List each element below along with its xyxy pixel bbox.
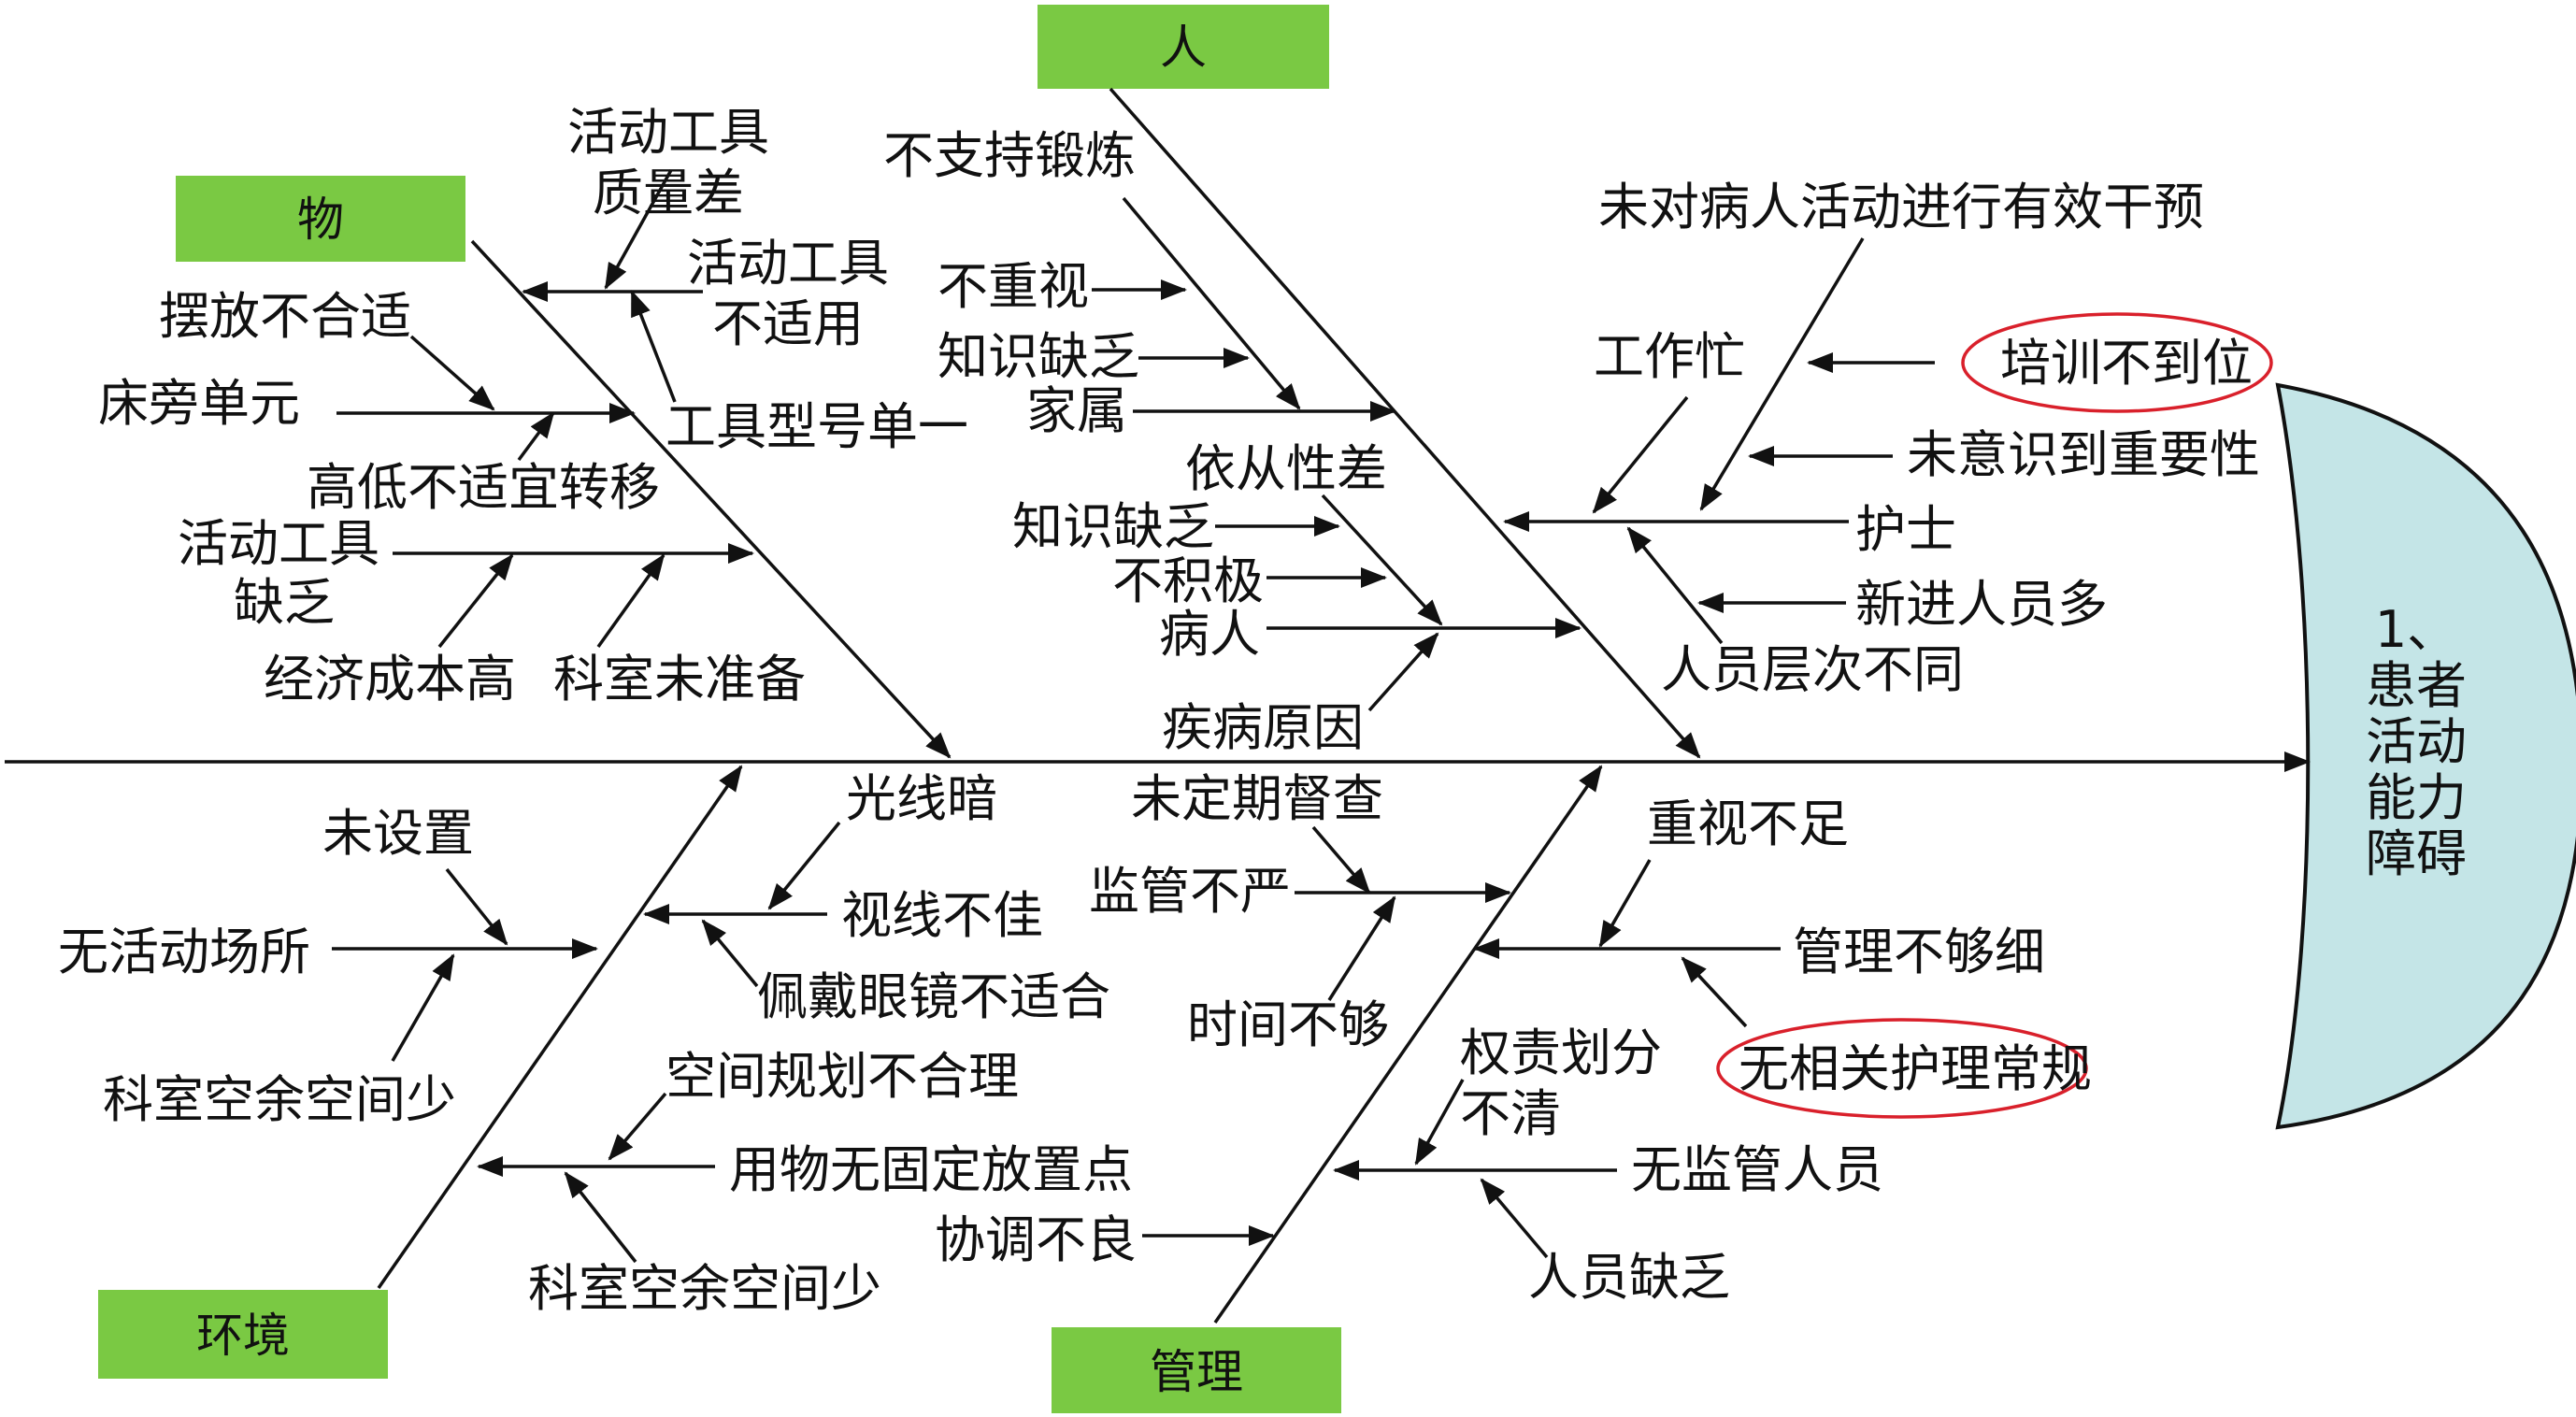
label-not-set: 未设置: [322, 804, 474, 863]
label-no-exercise-support: 不支持锻炼: [883, 126, 1136, 185]
label-poor-vision: 视线不佳: [841, 886, 1043, 945]
label-unclear-responsibility-2: 不清: [1460, 1084, 1561, 1143]
not-set-arrow: [445, 867, 508, 946]
label-staff-shortage: 人员缺乏: [1528, 1248, 1730, 1307]
label-tool-unsuitable-2: 不适用: [712, 294, 864, 353]
no-nursing-routine-arrow: [1681, 956, 1748, 1028]
category-label-environment: 环境: [196, 1309, 290, 1363]
effect-line-2: 患者: [2366, 656, 2467, 715]
label-tool-poor-quality-1: 活动工具: [567, 103, 769, 162]
label-dept-unprepared: 科室未准备: [553, 650, 806, 708]
effect-line-5: 障碍: [2366, 824, 2467, 883]
label-no-regular-supervision: 未定期督查: [1131, 769, 1383, 828]
category-box-material: [176, 176, 465, 262]
little-space-2-arrow: [564, 1171, 637, 1264]
label-no-nursing-routine: 无相关护理常规: [1739, 1039, 2092, 1098]
space-planning-arrow: [608, 1092, 667, 1161]
label-tool-lacking-1: 活动工具: [178, 514, 379, 573]
training-lacking-highlight: [1961, 312, 2273, 413]
disease-arrow: [1367, 632, 1439, 712]
label-no-activity-space: 无活动场所: [58, 923, 310, 981]
label-not-enough-time: 时间不够: [1187, 995, 1389, 1054]
label-tool-single-model: 工具型号单一: [665, 397, 968, 456]
insufficient-attention-arrow: [1598, 859, 1652, 948]
label-placement-improper: 摆放不合适: [159, 287, 411, 346]
dim-light-arrow: [767, 821, 841, 910]
label-bedside-unit: 床旁单元: [98, 374, 300, 433]
label-little-space-2: 科室空余空间少: [528, 1259, 881, 1318]
label-disease: 疾病原因: [1162, 698, 1364, 757]
no-nursing-routine-highlight: [1716, 1018, 2088, 1119]
label-many-new-staff: 新进人员多: [1855, 575, 2108, 634]
category-label-material: 物: [297, 193, 344, 247]
effect-label: 1、 患者 活动 能力 障碍: [2366, 600, 2467, 883]
not-enough-time-arrow: [1327, 895, 1396, 1001]
label-no-fixed-place: 用物无固定放置点: [729, 1140, 1133, 1199]
label-training-lacking: 培训不到位: [2000, 334, 2253, 393]
label-staff-levels: 人员层次不同: [1661, 640, 1964, 699]
label-little-space-1: 科室空余空间少: [103, 1070, 456, 1129]
staff-shortage-arrow: [1480, 1178, 1549, 1259]
effect-head-shape: [2275, 382, 2576, 1130]
placement-improper-arrow: [409, 335, 495, 411]
environment-bone-arrow: [377, 765, 743, 1289]
label-height-unsuitable: 高低不适宜转移: [307, 458, 660, 517]
glasses-unsuitable-arrow: [701, 919, 759, 988]
label-lax-supervision: 监管不严: [1089, 862, 1291, 921]
label-not-detailed: 管理不够细: [1793, 923, 2045, 981]
label-busy: 工作忙: [1594, 327, 1745, 386]
effect-line-1: 1、: [2375, 600, 2457, 659]
height-unsuitable-arrow: [517, 411, 555, 462]
category-label-management: 管理: [1150, 1345, 1243, 1399]
effect-line-4: 能力: [2366, 768, 2467, 827]
label-not-active: 不积极: [1112, 551, 1264, 610]
high-cost-arrow: [437, 553, 514, 649]
no-regular-supervision-arrow: [1311, 825, 1371, 895]
label-space-planning: 空间规划不合理: [665, 1047, 1019, 1106]
tool-single-model-arrow: [630, 290, 677, 403]
label-family-lack-knowledge: 知识缺乏: [937, 327, 1139, 386]
label-no-supervisor: 无监管人员: [1631, 1140, 1883, 1199]
no-exercise-support-arrow: [1122, 196, 1301, 410]
label-patient-lack-knowledge: 知识缺乏: [1012, 497, 1214, 556]
label-high-cost: 经济成本高: [264, 650, 516, 708]
no-intervention-arrow: [1699, 237, 1865, 511]
category-box-people: [1038, 5, 1329, 89]
label-not-valued: 不重视: [937, 257, 1089, 316]
management-bone-arrow: [1213, 765, 1603, 1324]
people-bone-arrow: [1109, 87, 1701, 759]
effect-line-3: 活动: [2366, 712, 2467, 771]
label-unclear-responsibility-1: 权责划分: [1460, 1023, 1662, 1082]
category-box-environment: [98, 1290, 388, 1379]
label-glasses-unsuitable: 佩戴眼镜不适合: [757, 967, 1110, 1026]
tool-poor-quality-arrow: [604, 169, 673, 290]
label-poor-coordination: 协调不良: [935, 1210, 1137, 1269]
label-poor-compliance: 依从性差: [1185, 439, 1387, 498]
label-patient: 病人: [1159, 605, 1260, 664]
label-dim-light: 光线暗: [846, 769, 997, 828]
dept-unprepared-arrow: [596, 553, 665, 649]
poor-compliance-arrow: [1321, 494, 1443, 626]
category-label-people: 人: [1160, 21, 1207, 75]
unclear-responsibility-arrow: [1414, 1079, 1465, 1166]
busy-arrow: [1592, 395, 1689, 514]
label-family: 家属: [1026, 381, 1127, 440]
category-box-management: [1052, 1327, 1341, 1413]
staff-levels-arrow: [1626, 526, 1724, 645]
label-tool-lacking-2: 缺乏: [234, 573, 335, 632]
label-insufficient-attention: 重视不足: [1647, 794, 1849, 853]
little-space-1-arrow: [391, 953, 455, 1062]
label-not-aware: 未意识到重要性: [1907, 425, 2260, 484]
label-tool-unsuitable-1: 活动工具: [687, 234, 889, 293]
label-nurse: 护士: [1855, 500, 1956, 559]
material-bone-arrow: [470, 239, 952, 759]
label-no-intervention: 未对病人活动进行有效干预: [1598, 178, 2204, 236]
